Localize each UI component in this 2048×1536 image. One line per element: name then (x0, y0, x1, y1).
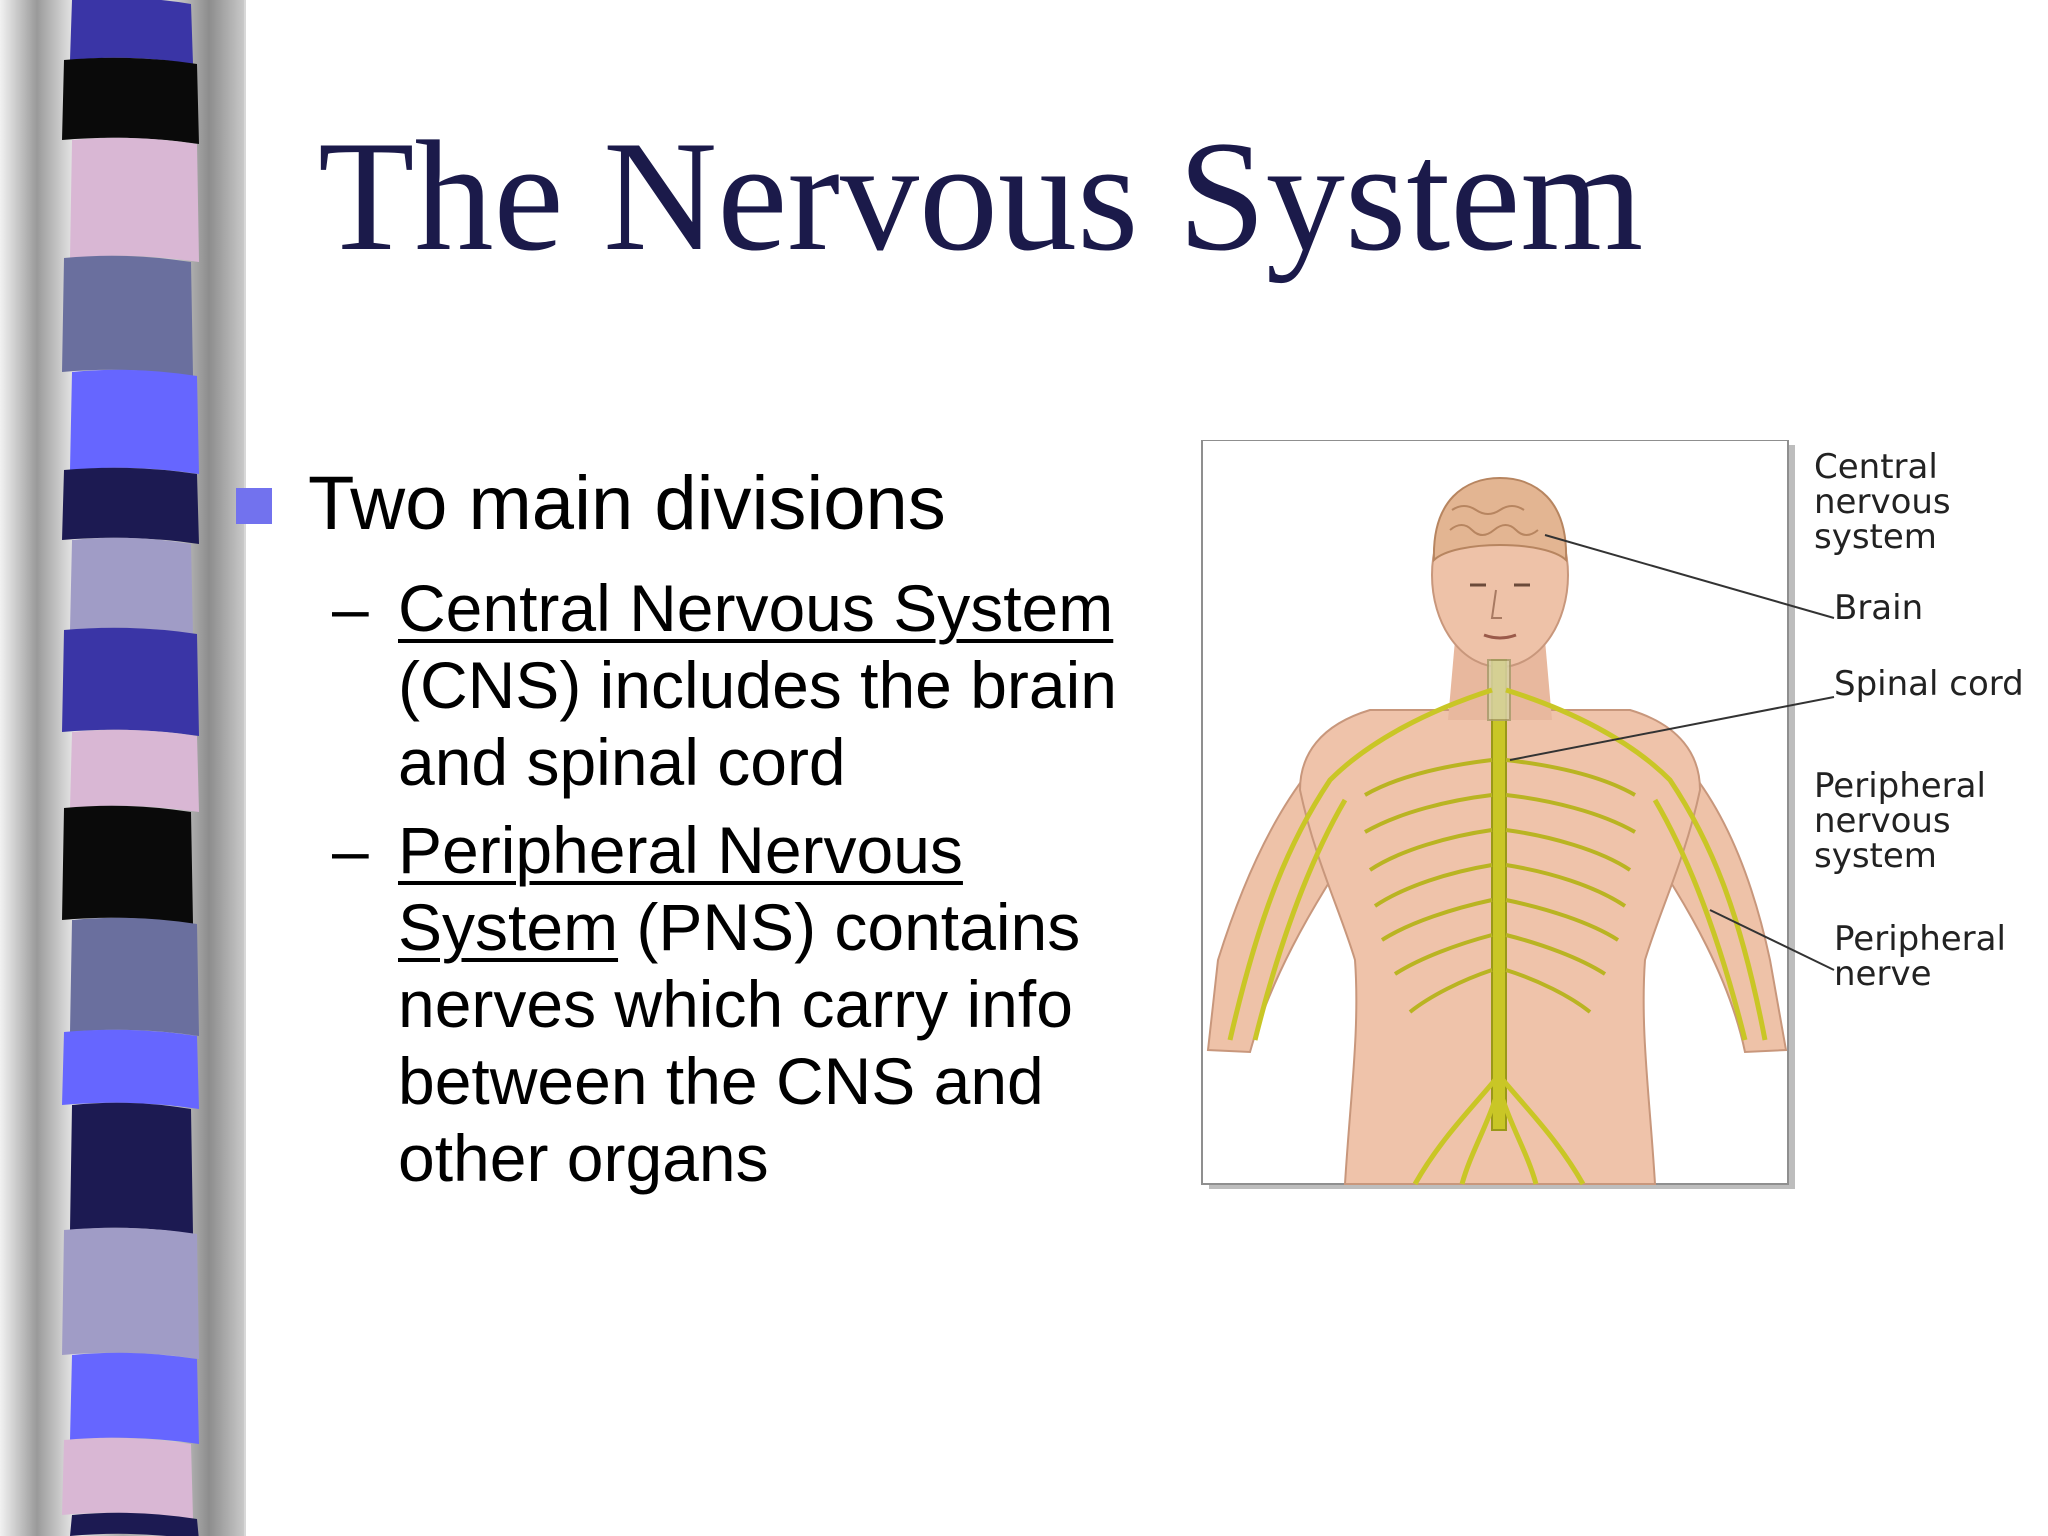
dash-icon: – (332, 571, 369, 645)
stripe-band (70, 729, 199, 812)
label-nerve-line-2: nerve (1834, 954, 1931, 994)
stripe-band (70, 0, 193, 64)
cns-text-line-1: (CNS) includes the brain (398, 648, 1117, 722)
stripe-band (70, 1512, 199, 1536)
pns-term-line-1: Peripheral Nervous (398, 813, 963, 887)
label-spinal-cord: Spinal cord (1834, 664, 2024, 704)
stripe-band (70, 917, 199, 1036)
label-pns-line-3: system (1814, 836, 1937, 876)
pns-text-line-3: nerves which carry info (398, 967, 1073, 1041)
pns-text-line-4: between the CNS and (398, 1044, 1044, 1118)
label-cns-line-2: nervous (1814, 482, 1951, 522)
stripe-band (62, 467, 199, 544)
stripe-band (70, 537, 193, 634)
stripe-band (62, 627, 199, 736)
leader-lines (1509, 534, 1835, 971)
figure-labels: Central nervous system Brain Spinal cord… (1814, 447, 2024, 994)
stripe-band (62, 1029, 199, 1109)
dash-icon: – (332, 813, 369, 887)
stripe-band (70, 1102, 193, 1234)
label-cns-line-1: Central (1814, 447, 1938, 487)
body-illustration (1206, 476, 1788, 1186)
stripe-band (62, 1437, 193, 1519)
cns-text-line-2: and spinal cord (398, 725, 846, 799)
page-title: The Nervous System (318, 109, 1644, 284)
pns-term-line-2: System (398, 890, 619, 964)
decorative-stripe-bar (0, 0, 246, 1536)
pns-text-line-5: other organs (398, 1121, 769, 1195)
bullet-square-icon (236, 488, 272, 524)
label-brain: Brain (1834, 588, 1923, 628)
cns-term: Central Nervous System (398, 571, 1114, 645)
label-pns-line-2: nervous (1814, 801, 1951, 841)
label-pns-line-1: Peripheral (1814, 766, 1986, 806)
sub-item-cns: – Central Nervous System (CNS) includes … (332, 570, 1172, 810)
sub-item-pns: – Peripheral Nervous System (PNS) contai… (332, 812, 1172, 1202)
label-cns-line-3: system (1814, 517, 1937, 557)
stripe-band (70, 369, 199, 474)
stripe-band (70, 137, 199, 262)
stripe-band (70, 1352, 199, 1444)
stripe-band (62, 1227, 199, 1359)
stripe-band (62, 255, 193, 376)
label-nerve-line-1: Peripheral (1834, 919, 2006, 959)
pns-text-line-2: (PNS) contains (636, 890, 1081, 964)
bullet-main: Two main divisions (308, 461, 946, 546)
stripe-band (62, 57, 199, 144)
nervous-system-figure: Central nervous system Brain Spinal cord… (1201, 440, 2024, 1189)
stripe-band (62, 805, 193, 924)
